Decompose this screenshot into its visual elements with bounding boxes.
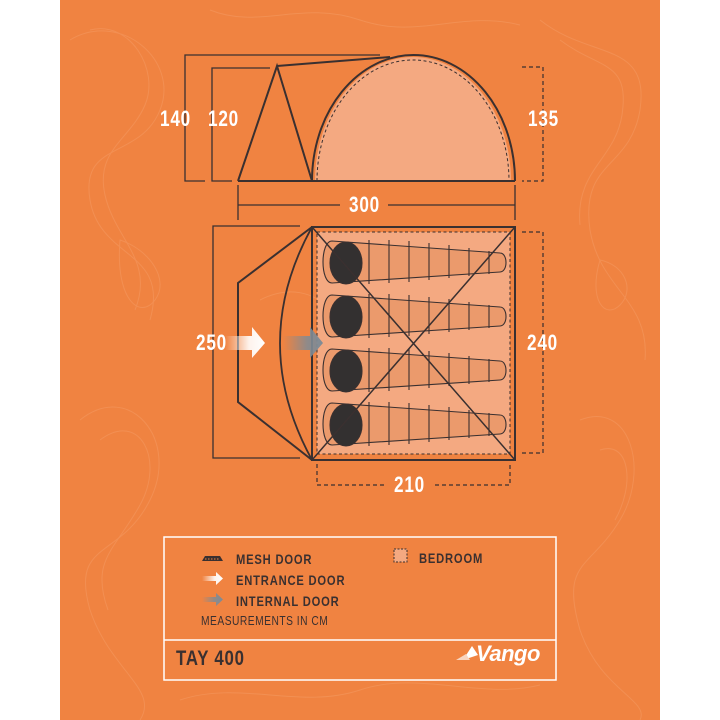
side-view	[184, 54, 544, 220]
bedroom-swatch-icon	[393, 548, 408, 563]
legend-bedroom: BEDROOM	[419, 550, 484, 566]
internal-door-icon	[202, 593, 223, 606]
dim-bedroom-width: 240	[527, 330, 558, 355]
dim-bedroom-length: 210	[394, 472, 425, 497]
dome-outline	[311, 54, 516, 182]
sleeping-bags	[322, 240, 507, 447]
porch-pole	[237, 62, 313, 182]
bedroom-length-bracket	[435, 464, 511, 486]
porch-pole-arc	[279, 226, 313, 461]
inner-tent-profile	[315, 57, 511, 182]
entrance-door-icon	[202, 572, 223, 585]
width-bracket	[212, 225, 300, 459]
bedroom-width-bracket	[522, 231, 544, 454]
legend-mesh-door: MESH DOOR	[236, 551, 313, 567]
entrance-door-arrow-icon	[225, 327, 265, 358]
sleeping-bag	[322, 348, 507, 393]
internal-door-arrow-icon	[283, 327, 323, 358]
overall-height-bracket	[184, 54, 380, 182]
pole	[311, 226, 516, 461]
model-name: TAY 400	[176, 647, 245, 670]
topographic-background	[69, 9, 646, 720]
sleeping-bag	[322, 402, 507, 447]
dim-porch-height: 120	[208, 106, 239, 131]
legend-internal-door: INTERNAL DOOR	[236, 593, 340, 609]
dim-overall-height: 140	[160, 106, 191, 131]
measurement-note: MEASUREMENTS IN CM	[201, 614, 329, 628]
brand-logo: Vango	[476, 641, 540, 666]
sleeping-bag	[322, 240, 507, 285]
legend-box	[163, 536, 557, 681]
dim-width: 250	[196, 330, 227, 355]
bedroom-height-bracket	[522, 66, 544, 182]
porch-height-bracket	[211, 67, 270, 182]
floor-plan	[212, 225, 544, 486]
sleeping-bag	[322, 294, 507, 339]
dim-length: 300	[349, 192, 380, 217]
dim-bedroom-height: 135	[528, 106, 559, 131]
vango-logo-icon	[456, 646, 478, 660]
mesh-door-icon	[202, 556, 223, 561]
legend-entrance-door: ENTRANCE DOOR	[236, 572, 346, 588]
